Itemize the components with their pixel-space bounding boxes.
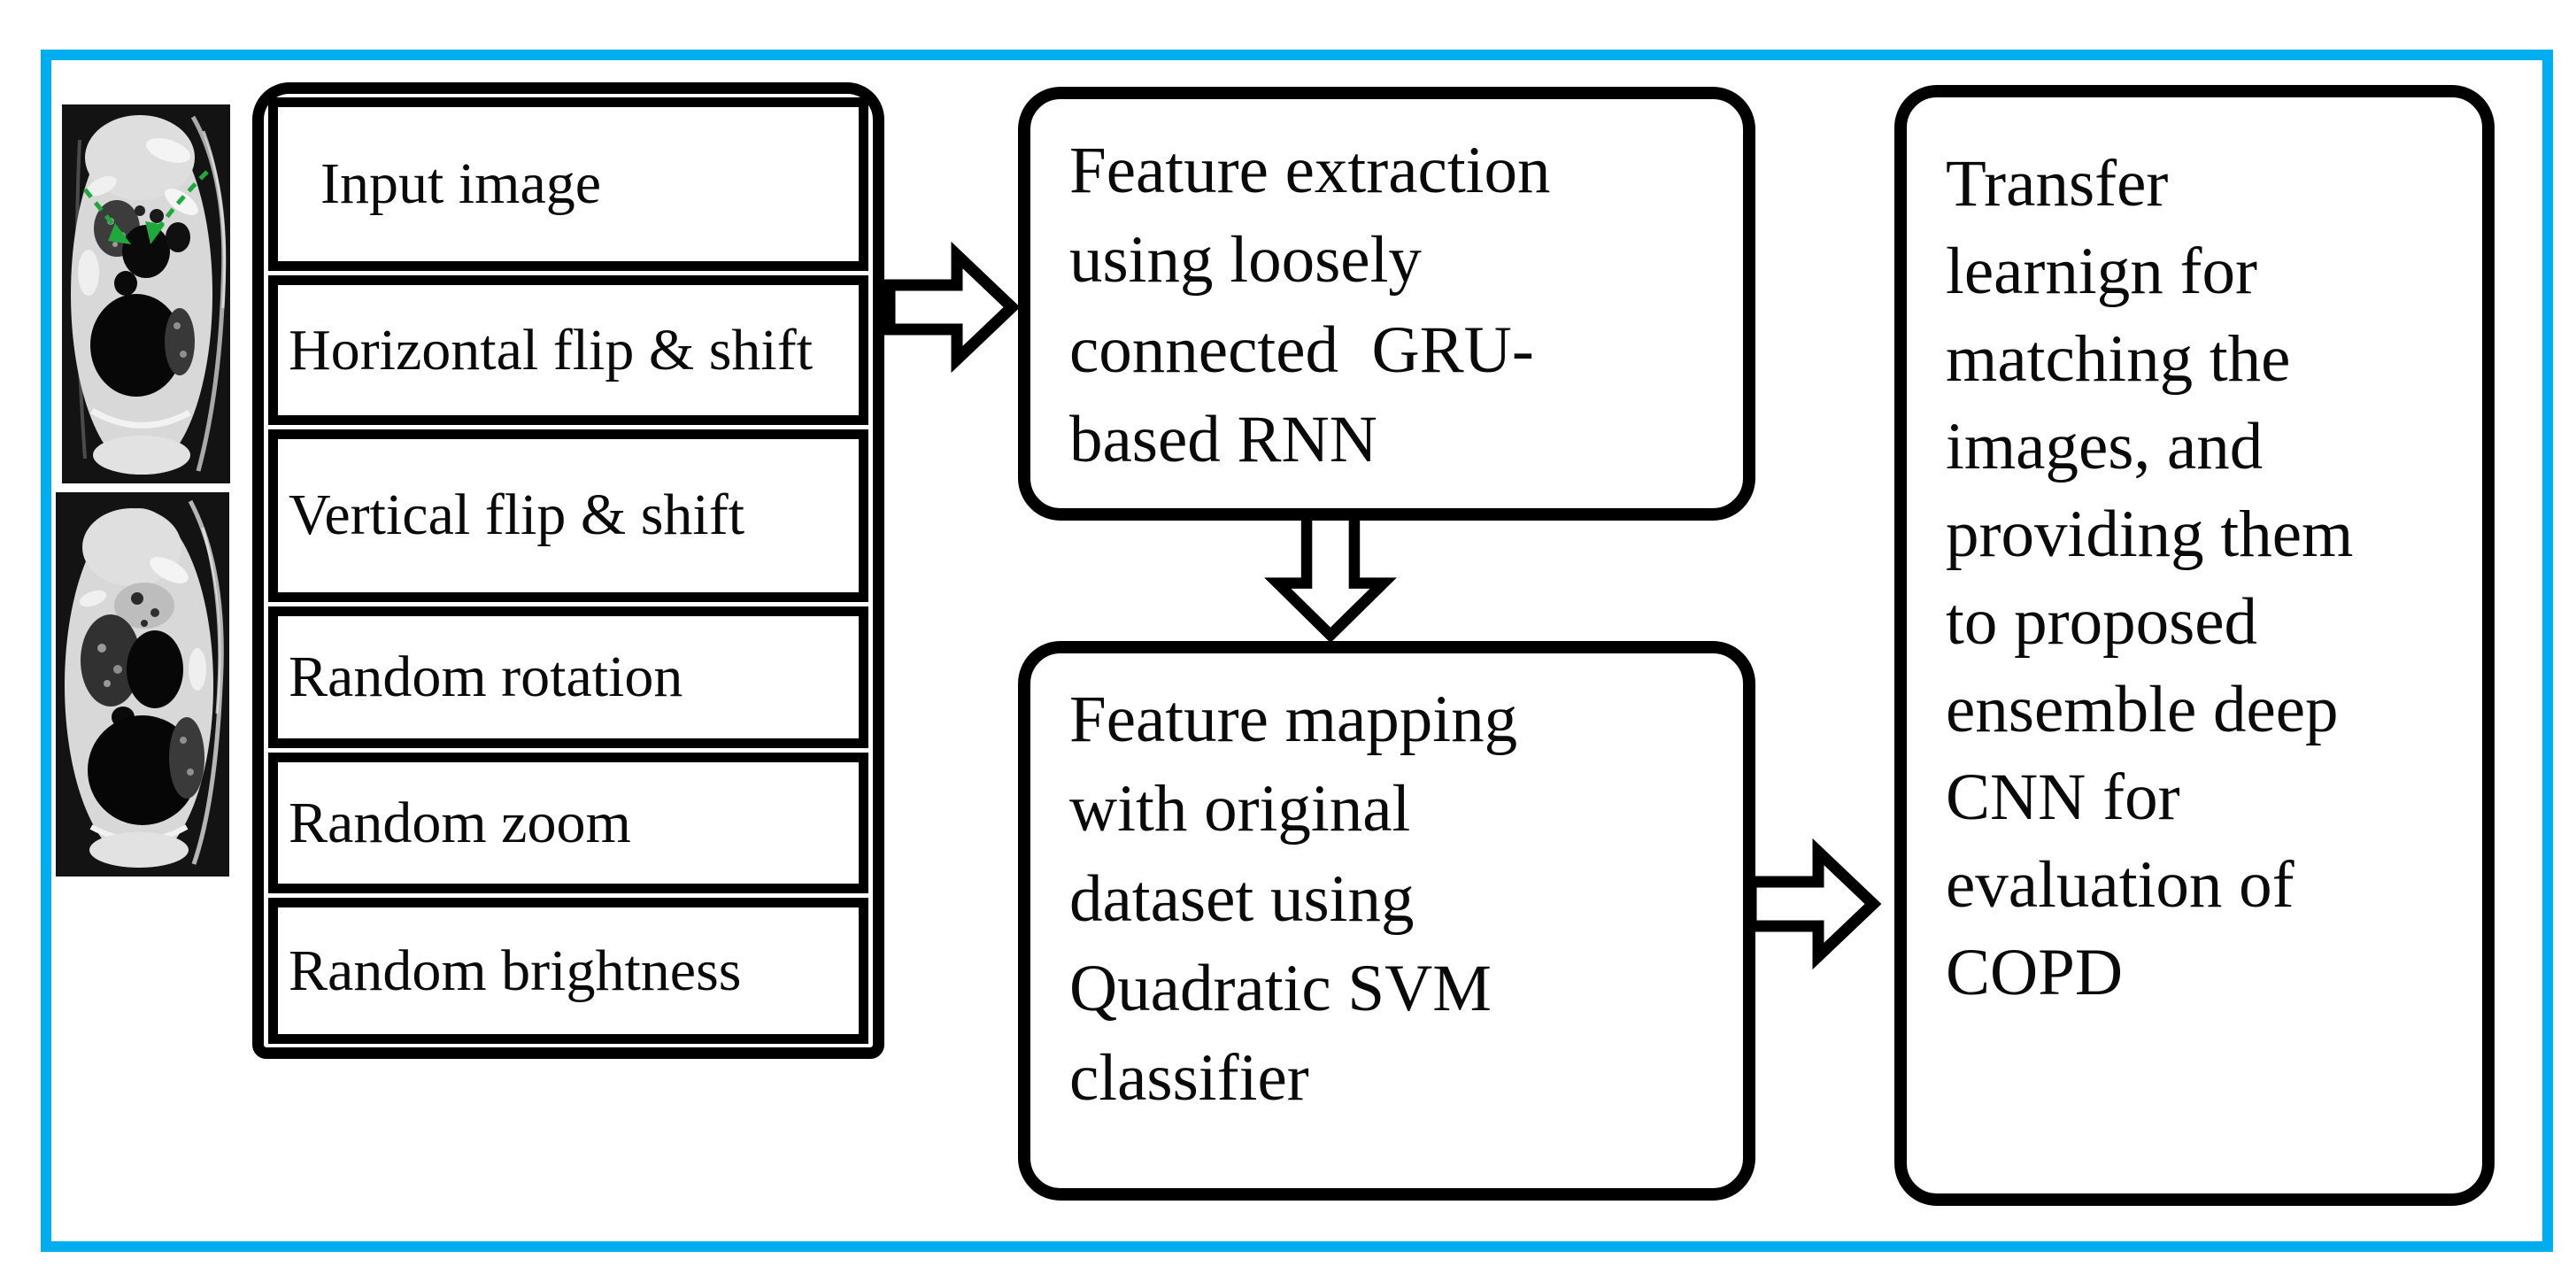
aug-row-random-brightness: Random brightness [268, 898, 868, 1044]
aug-row-random-zoom: Random zoom [268, 753, 868, 894]
arrow-right-2-icon [1745, 838, 1882, 970]
chest-ct-image-annotated [62, 104, 230, 483]
aug-row-random-rotation: Random rotation [268, 606, 868, 749]
arrow-right-1-icon [883, 241, 1021, 374]
augmentation-table: Input image Horizontal flip & shift Vert… [252, 82, 884, 1059]
flow-box-feature-mapping: Feature mapping with original dataset us… [1018, 641, 1755, 1201]
flow-box-feature-extraction: Feature extraction using loosely connect… [1018, 87, 1755, 521]
aug-row-horizontal-flip: Horizontal flip & shift [268, 275, 868, 426]
aug-row-input-image: Input image [268, 97, 868, 272]
arrow-down-icon [1264, 511, 1397, 643]
chest-ct-image-plain [56, 492, 229, 877]
flow-box-transfer-learning: Transfer learnign for matching the image… [1894, 85, 2495, 1206]
aug-row-vertical-flip: Vertical flip & shift [268, 429, 868, 602]
